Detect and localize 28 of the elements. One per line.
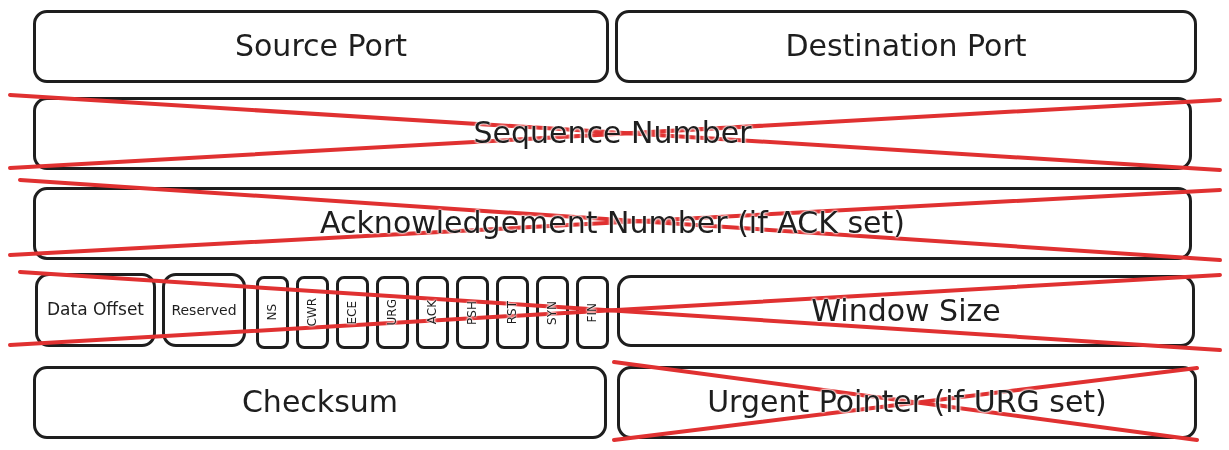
- field-label: SYN: [545, 300, 560, 325]
- field-label: Checksum: [241, 385, 399, 420]
- field-label: Source Port: [234, 29, 407, 64]
- field-label: Data Offset: [46, 300, 145, 320]
- field-label: ACK: [425, 300, 440, 325]
- flag-field-box: [416, 276, 449, 349]
- field-label: CWR: [305, 298, 320, 327]
- header-field-box: [33, 187, 1192, 260]
- field-label: Reserved: [171, 301, 237, 319]
- flag-field-box: [376, 276, 409, 349]
- field-label: FIN: [585, 302, 600, 323]
- field-label: NS: [265, 304, 280, 321]
- flag-field-box: [336, 276, 369, 349]
- flag-field-box: [496, 276, 529, 349]
- flag-field-box: [576, 276, 609, 349]
- header-field-box: [617, 275, 1195, 347]
- flag-field-box: [536, 276, 569, 349]
- flag-field-box: [296, 276, 329, 349]
- field-label: Destination Port: [785, 29, 1027, 64]
- field-label: PSH: [465, 300, 480, 325]
- field-label: Window Size: [811, 293, 1001, 329]
- header-field-box: [33, 10, 609, 83]
- field-label: RST: [505, 300, 520, 325]
- field-label: URG: [385, 299, 400, 326]
- field-label: ECE: [345, 300, 360, 325]
- flag-field-box: [456, 276, 489, 349]
- header-field-box: [615, 10, 1197, 83]
- header-field-box: [33, 366, 607, 439]
